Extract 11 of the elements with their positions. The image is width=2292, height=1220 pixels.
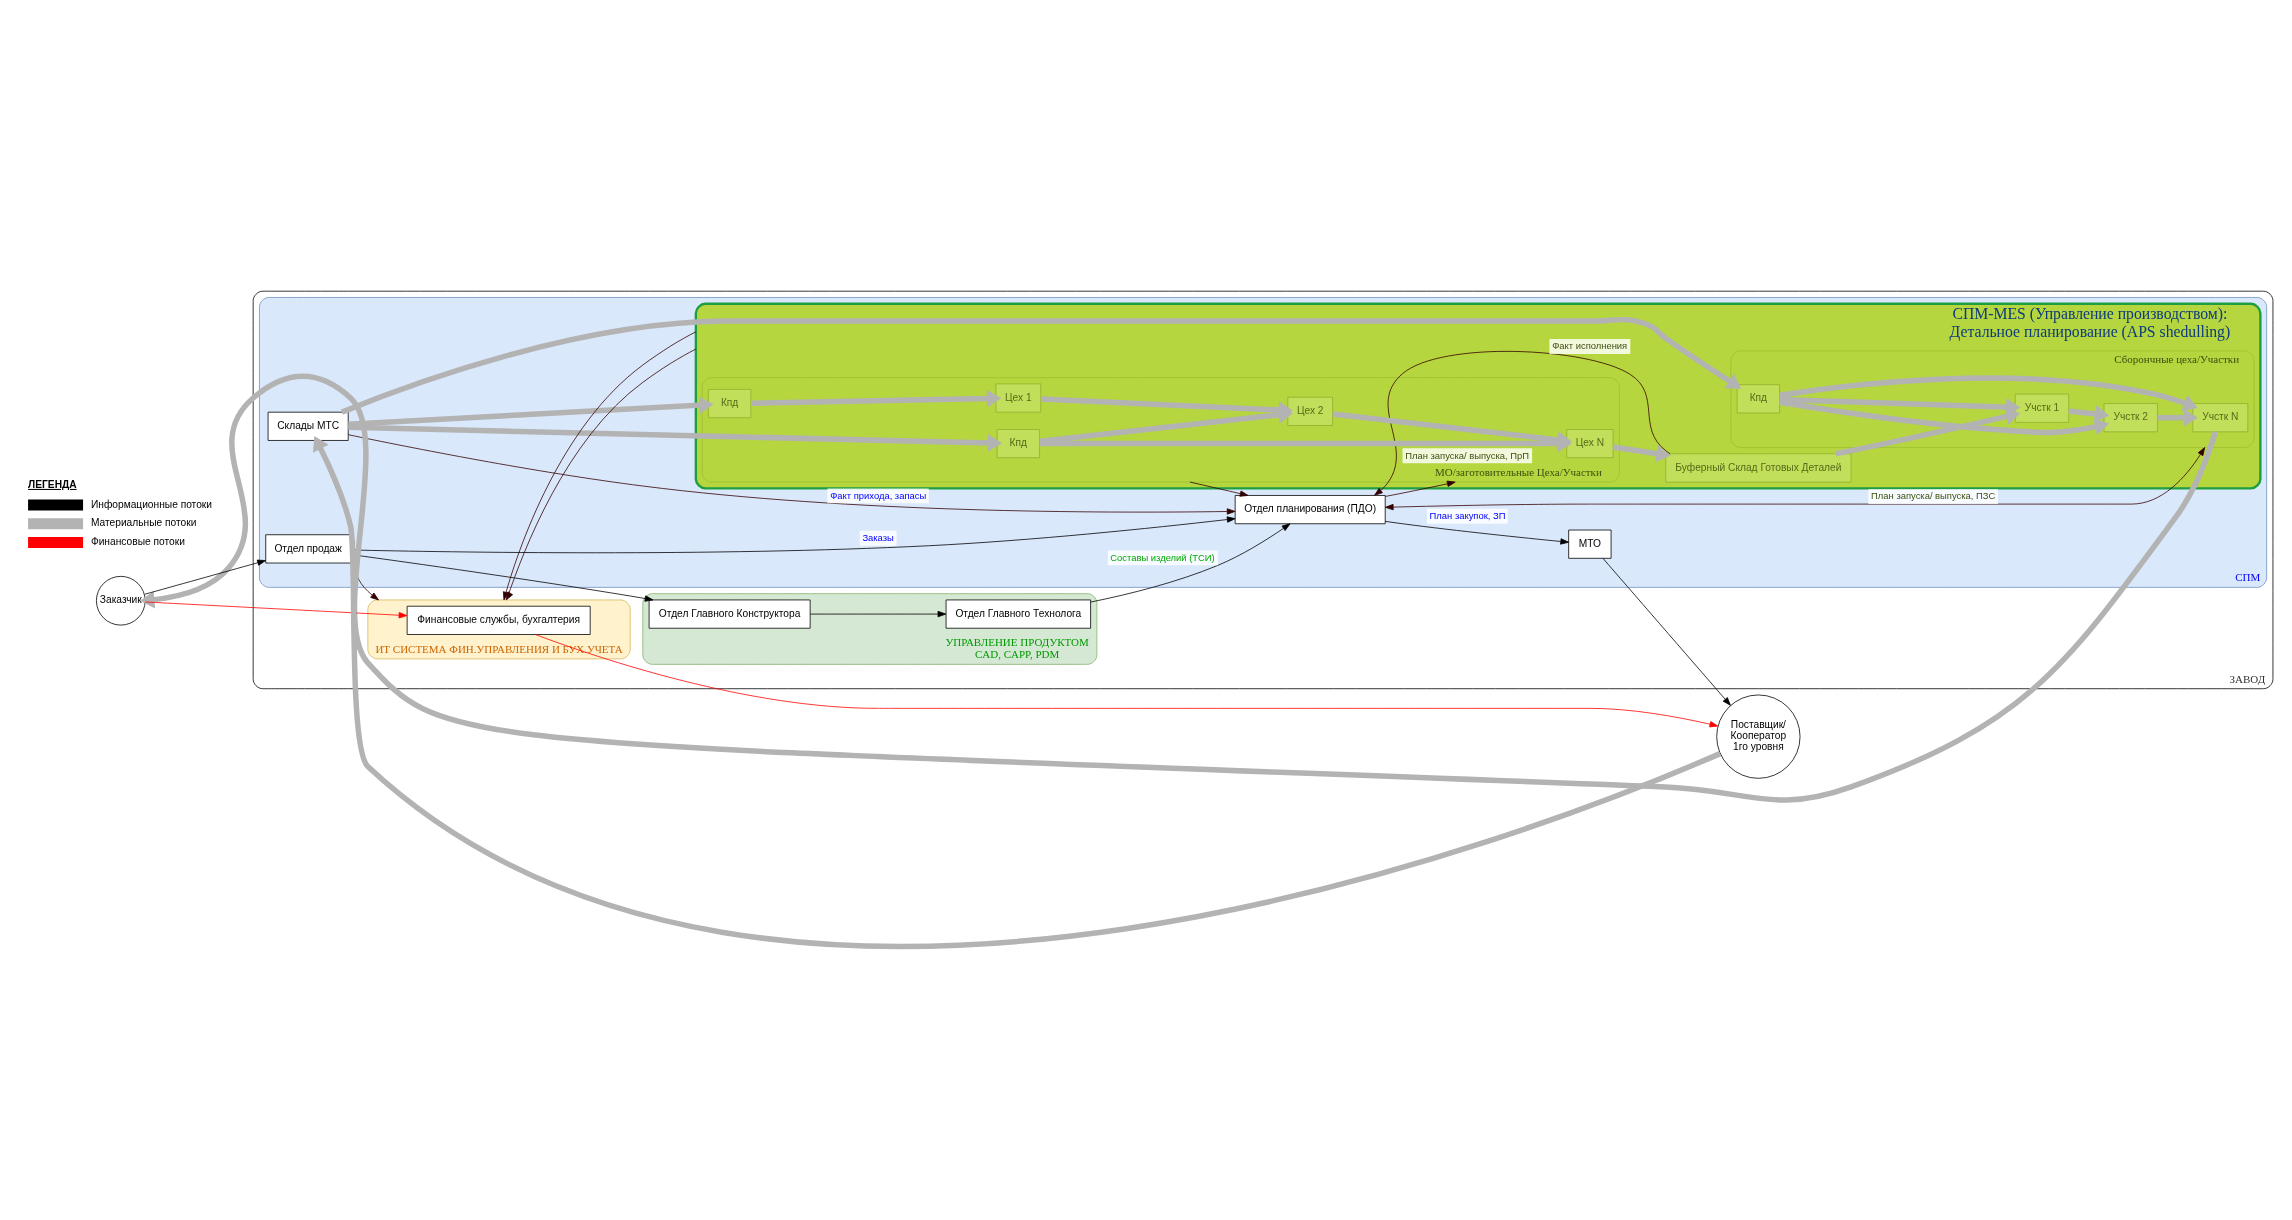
label: ЛЕГЕНДА xyxy=(28,478,77,490)
edge-label: План закупок, ЗП xyxy=(1429,509,1506,521)
legend-label: Информационные потоки xyxy=(90,498,213,510)
edge-label: Факт исполнения xyxy=(1552,339,1628,351)
edge-label: План запуска/ выпуска, ПрП xyxy=(1405,449,1529,461)
edge-label: Заказы xyxy=(862,531,894,543)
legend-label: Материальные потоки xyxy=(90,516,197,528)
legend-label: Финансовые потоки xyxy=(90,535,185,547)
edge-label: Факт прихода, запасы xyxy=(830,489,927,501)
edge-label: План запуска/ выпуска, ПЗС xyxy=(1871,489,1996,501)
edge-label: Составы изделий (ТСИ) xyxy=(1110,551,1215,563)
